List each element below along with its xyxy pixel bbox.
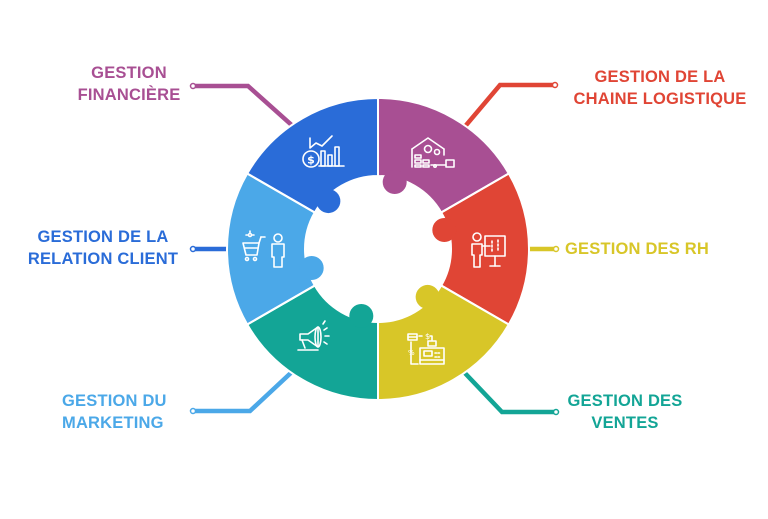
label-crm: GESTION DE LA RELATION CLIENT <box>18 226 188 270</box>
label-marketing: GESTION DU MARKETING <box>62 390 167 434</box>
label-supply-line1: GESTION DE LA <box>594 68 726 86</box>
puzzle-knob-supply <box>432 217 457 242</box>
ring-segment-crm <box>245 96 379 214</box>
label-supply-line2: CHAINE LOGISTIQUE <box>573 90 747 108</box>
connector-sales <box>459 367 560 416</box>
svg-text:$: $ <box>425 332 430 341</box>
warehouse-logistics-icon <box>411 137 455 168</box>
ring-segment-hr <box>377 284 511 402</box>
label-marketing-line1: GESTION DU <box>62 392 167 410</box>
segment-divider <box>440 172 511 214</box>
segment-divider <box>245 284 316 326</box>
puzzle-knob-hr <box>415 284 440 309</box>
label-crm-line1: GESTION DE LA <box>37 228 169 246</box>
connector-supply <box>459 81 559 133</box>
puzzle-knob-sales <box>349 303 374 328</box>
segment-divider <box>245 172 316 214</box>
connector-crm <box>189 245 232 253</box>
customer-cart-icon <box>242 230 285 268</box>
finance-chart-dollar-icon: $ <box>302 135 345 168</box>
puzzle-knob-crm <box>316 189 341 214</box>
connector-marketing <box>189 367 297 415</box>
label-crm-line2: RELATION CLIENT <box>27 250 179 268</box>
connector-finance <box>189 82 298 131</box>
label-hr-line1: GESTION DES RH <box>565 240 709 258</box>
connector-lines <box>189 81 560 416</box>
ring-segment-marketing <box>226 172 317 326</box>
label-finance-line2: FINANCIÈRE <box>77 86 181 104</box>
puzzle-knob-marketing <box>299 256 324 281</box>
label-finance-line1: GESTION <box>91 64 167 82</box>
segment-icons: $ <box>242 135 506 365</box>
label-hr: GESTION DES RH <box>565 238 709 260</box>
svg-text:%: % <box>408 349 415 357</box>
puzzle-knob-finance <box>382 170 407 195</box>
label-marketing-line2: MARKETING <box>62 414 164 432</box>
cash-register-icon: $ % <box>407 332 445 365</box>
label-sales-line1: GESTION DES <box>567 392 683 410</box>
megaphone-icon <box>297 320 330 351</box>
svg-text:$: $ <box>307 154 315 167</box>
label-finance: GESTION FINANCIÈRE <box>71 62 187 106</box>
segment-divider <box>440 284 511 326</box>
label-sales: GESTION DES VENTES <box>560 390 690 434</box>
label-sales-line2: VENTES <box>591 414 659 432</box>
label-supply-chain: GESTION DE LA CHAINE LOGISTIQUE <box>560 66 760 110</box>
connector-hr <box>524 245 560 253</box>
presenter-board-icon <box>471 232 506 268</box>
